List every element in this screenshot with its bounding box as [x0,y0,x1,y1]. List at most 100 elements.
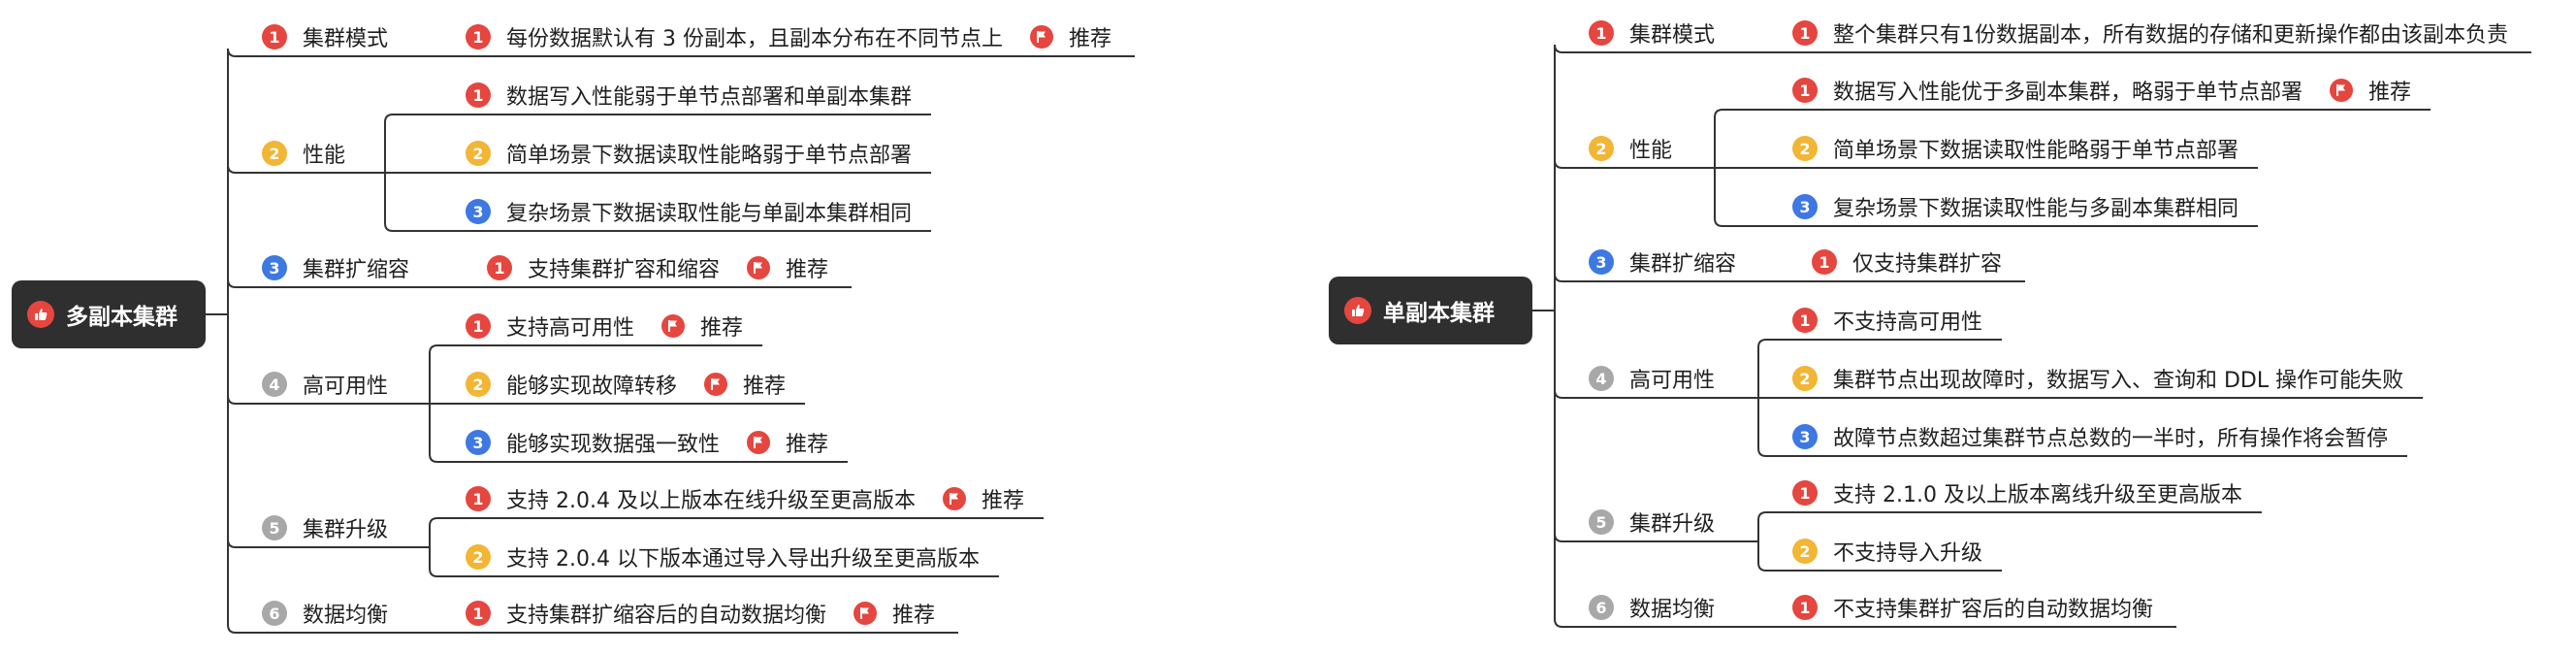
item-text: 支持 2.0.4 及以上版本在线升级至更高版本 [506,489,916,513]
right-branch-4-item-1[interactable]: 1 不支持高可用性 [1792,301,1982,340]
item-number-badge: 1 [487,255,512,280]
left-branch-5-item-2[interactable]: 2 支持 2.0.4 以下版本通过导入导出升级至更高版本 [466,538,980,576]
left-branch-4-item-1[interactable]: 1 支持高可用性 推荐 [466,307,743,345]
item-underline [1714,109,2431,168]
recommend-tag: 推荐 [1069,27,1112,51]
right-branch-3-item-1[interactable]: 1 仅支持集群扩容 [1812,243,2002,281]
branch-label: 高可用性 [1629,369,1716,393]
item-text: 数据写入性能优于多副本集群，略弱于单节点部署 [1833,81,2303,105]
item-number-badge: 2 [1792,366,1818,391]
flag-icon [704,373,728,396]
branch-underline [227,278,853,314]
branch-label: 集群扩缩容 [303,258,410,282]
branch-number-badge: 2 [1589,136,1614,161]
right-branch-3[interactable]: 3 集群扩缩容 [1589,243,1736,281]
branch-number-badge: 6 [262,601,287,626]
item-underline [1757,541,2003,572]
right-branch-1-item-1[interactable]: 1 整个集群只有1份数据副本，所有数据的存储和更新操作都由该副本负责 [1792,14,2508,52]
item-number-badge: 1 [1812,249,1837,275]
item-number-badge: 3 [1792,194,1818,219]
item-number-badge: 1 [1792,20,1818,46]
item-text: 简单场景下数据读取性能略弱于单节点部署 [506,144,913,168]
item-underline [384,173,932,232]
branch-underline [227,314,959,634]
branch-number-badge: 1 [262,24,287,49]
right-branch-2-item-3[interactable]: 3 复杂场景下数据读取性能与多副本集群相同 [1792,187,2238,226]
flag-icon [661,314,686,338]
right-root-node[interactable]: 单副本集群 [1329,277,1532,344]
item-number-badge: 3 [466,199,491,224]
left-branch-3-item-1[interactable]: 1 支持集群扩容和缩容 推荐 [487,248,828,287]
branch-underline [227,164,385,314]
branch-number-badge: 1 [1589,20,1614,46]
branch-number-badge: 3 [1589,249,1614,275]
item-text: 支持 2.0.4 以下版本通过导入导出升级至更高版本 [506,547,980,572]
item-text: 整个集群只有1份数据副本，所有数据的存储和更新操作都由该副本负责 [1833,23,2508,48]
flag-icon [1030,25,1053,49]
branch-label: 性能 [1629,139,1673,163]
branch-number-badge: 5 [1589,509,1614,535]
branch-number-badge: 2 [262,141,287,166]
item-underline [1757,398,2408,457]
item-text: 仅支持集群扩容 [1852,252,2003,277]
item-underline [429,404,849,463]
branch-label: 集群模式 [1629,23,1716,48]
item-number-badge: 1 [466,82,491,108]
left-root-node[interactable]: 多副本集群 [12,280,206,348]
item-text: 支持集群扩缩容后的自动数据均衡 [506,604,827,628]
recommend-tag: 推荐 [892,604,936,628]
item-number-badge: 1 [466,24,491,49]
item-text: 复杂场景下数据读取性能与多副本集群相同 [1833,197,2239,221]
item-number-badge: 1 [1792,308,1818,333]
right-branch-2[interactable]: 2 性能 [1589,129,1672,168]
right-branch-1[interactable]: 1 集群模式 [1589,14,1715,52]
recommend-tag: 推荐 [981,489,1024,513]
item-number-badge: 2 [466,544,491,570]
left-branch-1-item-1[interactable]: 1 每份数据默认有 3 份副本，且副本分布在不同节点上 推荐 [466,17,1111,56]
item-number-badge: 1 [466,601,491,626]
item-number-badge: 1 [1792,480,1818,506]
recommend-tag: 推荐 [700,316,744,341]
item-text: 不支持高可用性 [1833,311,1983,335]
item-number-badge: 2 [1792,136,1818,161]
item-text: 能够实现数据强一致性 [506,433,721,457]
item-text: 每份数据默认有 3 份副本，且副本分布在不同节点上 [506,27,1003,51]
item-number-badge: 1 [466,313,491,339]
item-text: 支持集群扩容和缩容 [528,258,721,282]
flag-icon [2330,79,2354,102]
item-underline [429,344,763,404]
item-text: 支持高可用性 [506,316,635,341]
root-label: 单副本集群 [1383,301,1495,326]
left-branch-6-item-1[interactable]: 1 支持集群扩缩容后的自动数据均衡 推荐 [466,594,935,633]
branch-label: 集群扩缩容 [1629,252,1737,277]
flag-icon [853,602,878,625]
item-underline [429,517,1044,547]
recommend-tag: 推荐 [786,258,829,282]
item-number-badge: 3 [1792,424,1818,449]
item-number-badge: 3 [466,430,491,455]
